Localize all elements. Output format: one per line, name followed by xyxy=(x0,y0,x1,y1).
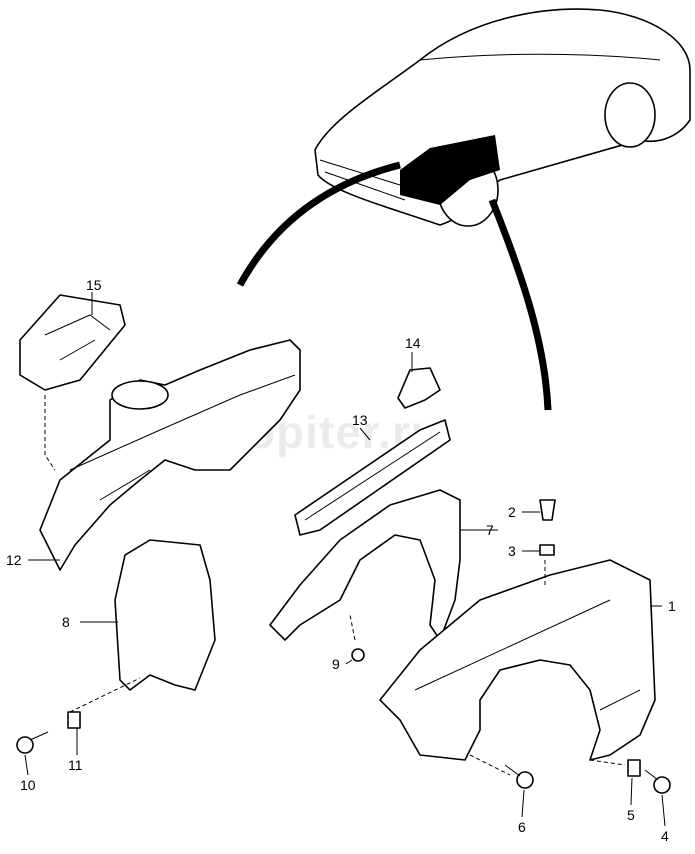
part-8-splash-shield xyxy=(114,539,216,691)
callout-7: 7 xyxy=(486,522,494,538)
callout-12: 12 xyxy=(6,552,22,568)
fasteners xyxy=(16,499,671,794)
callout-15: 15 xyxy=(86,277,102,293)
part-7-inner-fender-liner xyxy=(269,489,461,641)
callout-14: 14 xyxy=(405,335,421,351)
callout-13: 13 xyxy=(352,412,368,428)
pointer-arc-left xyxy=(236,161,401,287)
part-1-fender xyxy=(379,559,656,761)
callout-1: 1 xyxy=(668,598,676,614)
callout-3: 3 xyxy=(508,543,516,559)
part-14-bracket xyxy=(397,367,441,409)
pointer-arc-right xyxy=(488,198,552,411)
callout-8: 8 xyxy=(62,614,70,630)
callout-10: 10 xyxy=(20,777,36,793)
callout-2: 2 xyxy=(508,504,516,520)
callout-4: 4 xyxy=(661,828,669,844)
callout-6: 6 xyxy=(518,819,526,835)
leader-lines xyxy=(24,292,666,827)
car-outline xyxy=(314,8,691,227)
part-13-rail xyxy=(294,419,451,536)
callout-9: 9 xyxy=(332,656,340,672)
callout-11: 11 xyxy=(68,757,83,773)
callout-5: 5 xyxy=(627,807,635,823)
part-15-bracket xyxy=(19,294,126,391)
